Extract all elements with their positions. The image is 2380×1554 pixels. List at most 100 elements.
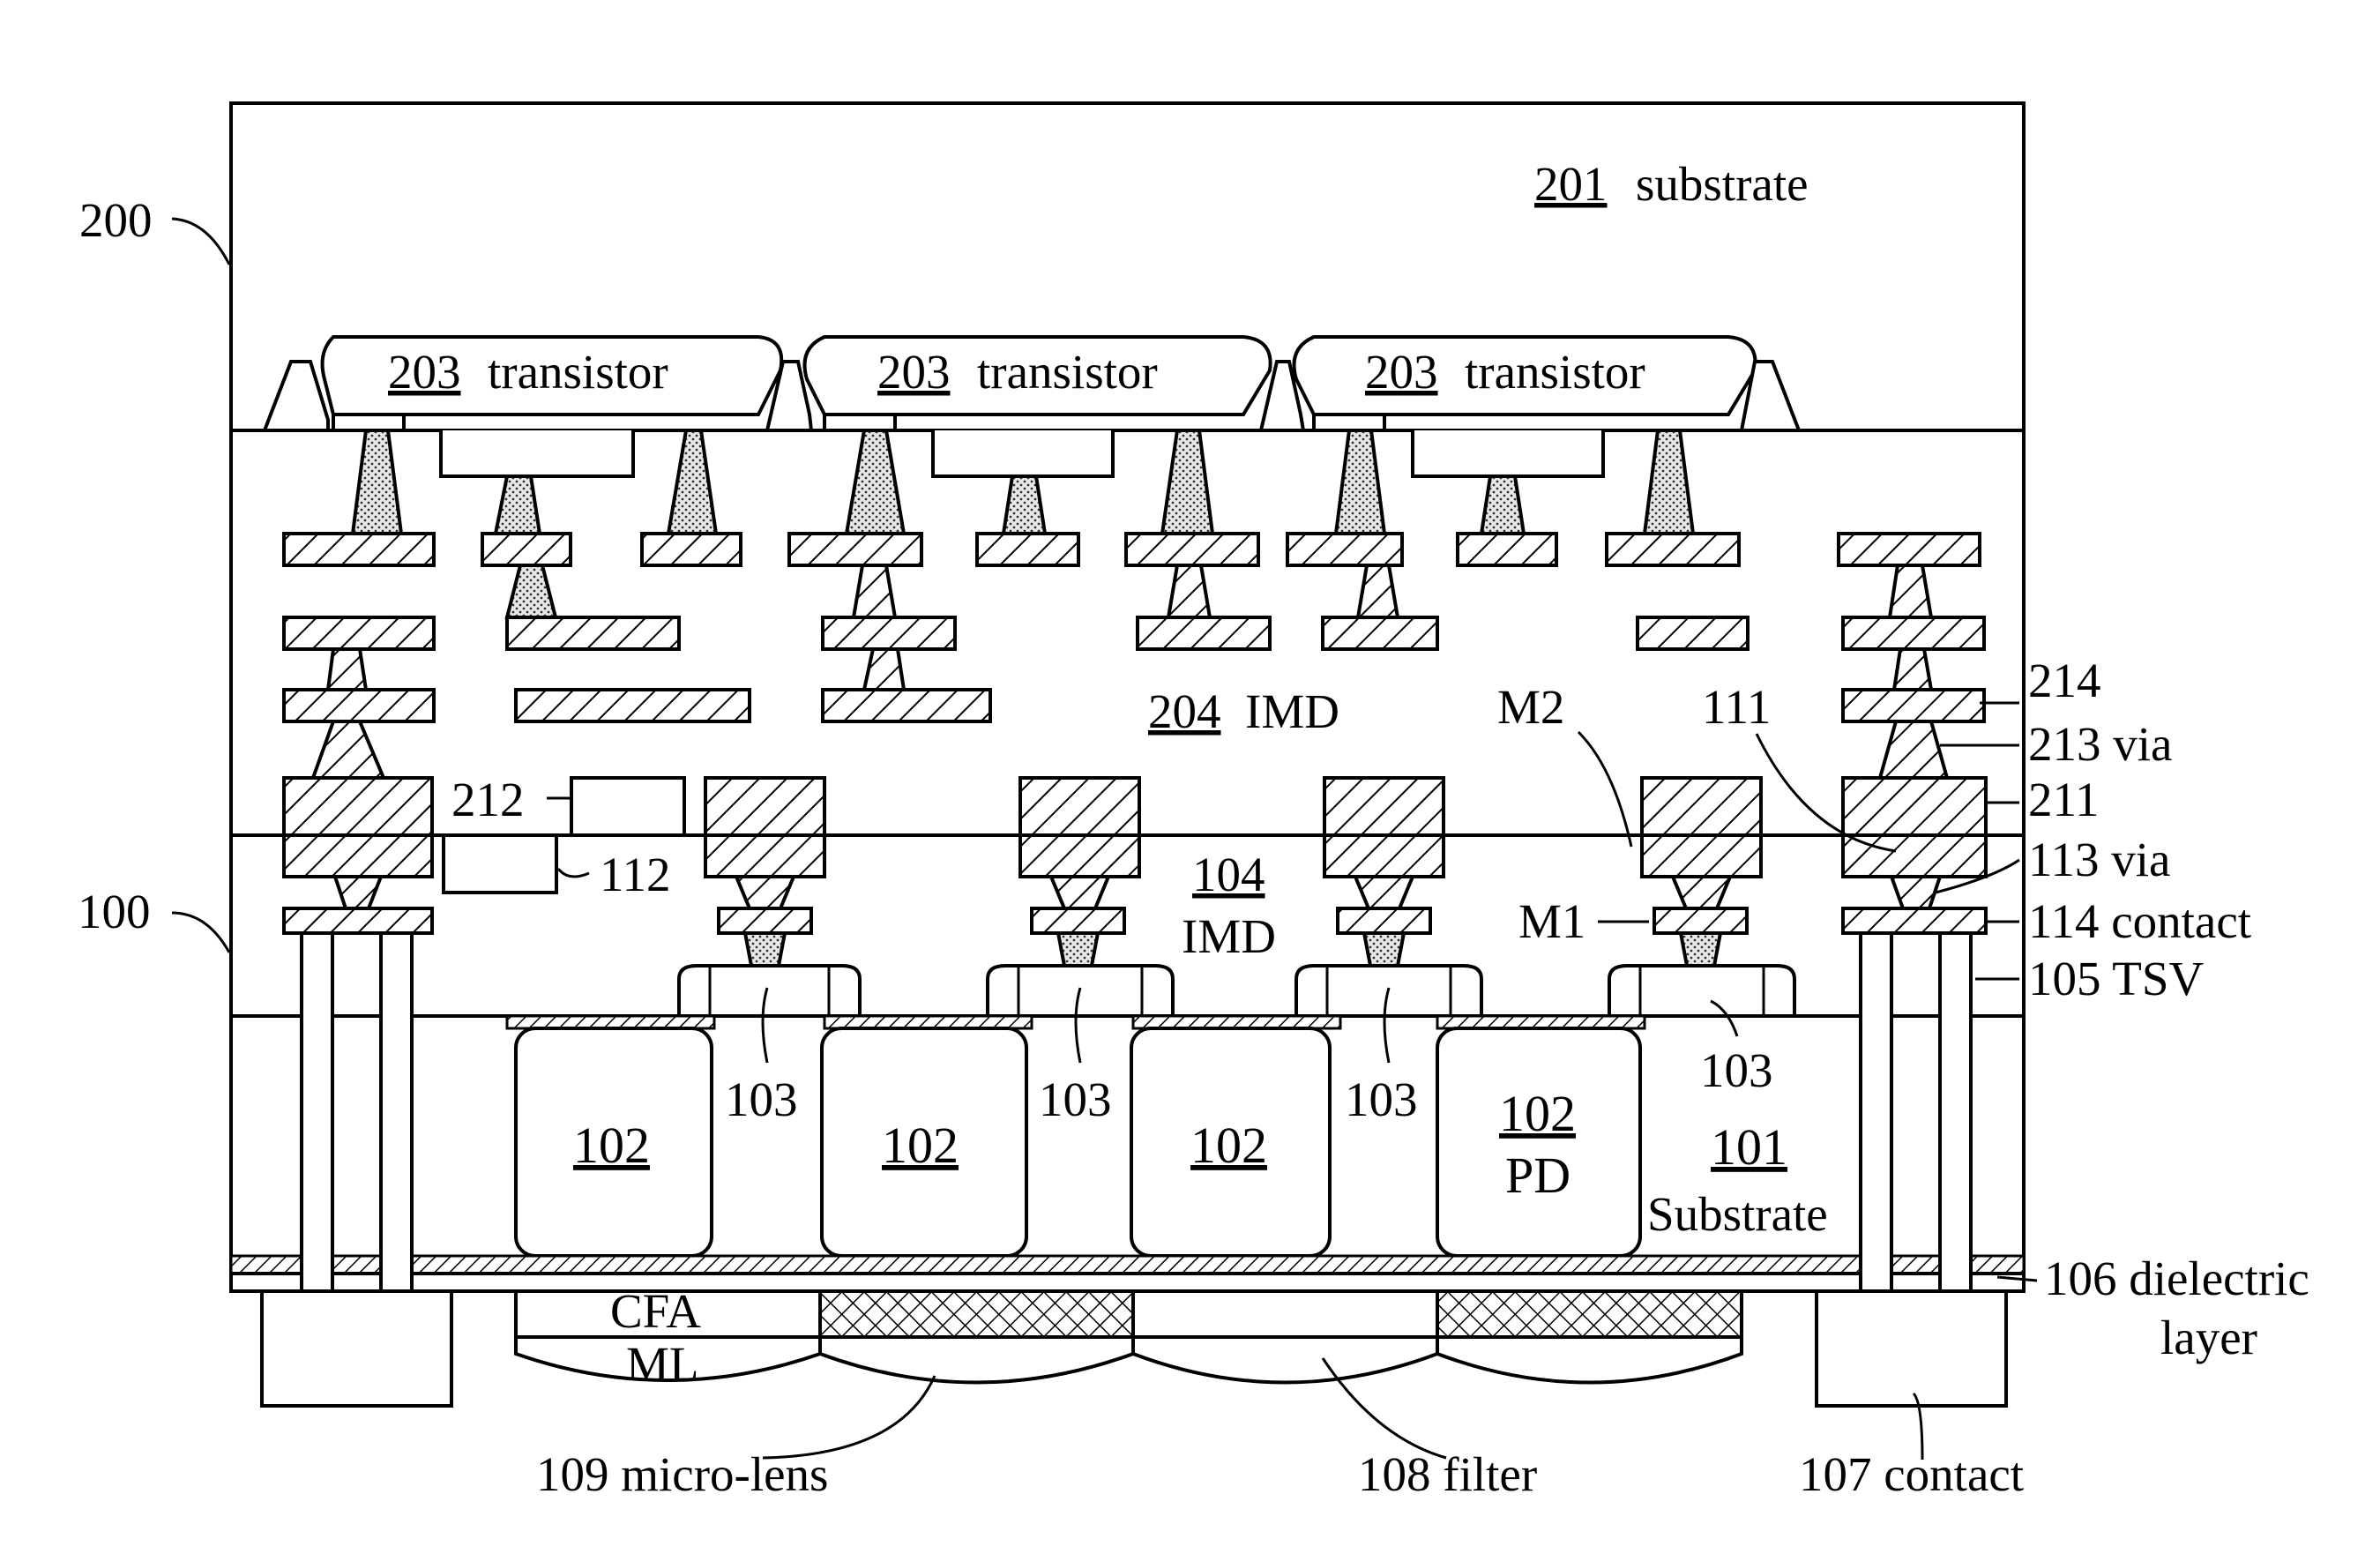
label-113: 113 via xyxy=(2028,833,2170,886)
label-114: 114 contact xyxy=(2028,894,2251,948)
bond-pad xyxy=(1324,778,1444,877)
label-214: 214 xyxy=(2028,654,2101,707)
contact-plug xyxy=(1481,476,1524,534)
label-112: 112 xyxy=(600,848,670,901)
transistor-1-drain-well xyxy=(441,430,633,476)
metal-line xyxy=(284,690,434,721)
pd-cap xyxy=(1437,1016,1645,1028)
leader-200 xyxy=(172,219,229,265)
metal-line xyxy=(1126,534,1258,565)
label-105: 105 TSV xyxy=(2028,952,2204,1005)
metal-line xyxy=(1458,534,1556,565)
tsv xyxy=(1861,933,1891,1291)
bond-pad xyxy=(705,778,824,877)
metal-line xyxy=(977,534,1078,565)
leader-100 xyxy=(172,913,229,953)
label-203-num: 203 xyxy=(388,345,461,399)
bond-pad-left xyxy=(284,778,432,877)
metal-M1 xyxy=(1338,908,1430,933)
imd-104 xyxy=(284,877,1986,1016)
sti-spacer-left xyxy=(265,362,328,430)
label-PD: PD xyxy=(1505,1147,1571,1204)
contact-plug xyxy=(1645,430,1693,534)
metal-line xyxy=(1638,617,1748,649)
leader-106 xyxy=(1997,1277,2037,1281)
metal-lines-204 xyxy=(284,534,1984,778)
metal-M1 xyxy=(1654,908,1747,933)
contact-plug xyxy=(1162,430,1212,534)
label-203-text: transistor xyxy=(1465,345,1645,399)
metal-line xyxy=(516,690,750,721)
contact-plug xyxy=(1003,476,1045,534)
metal-M1 xyxy=(1032,908,1124,933)
transistor-3-drain-well xyxy=(1413,430,1603,476)
label-200: 200 xyxy=(79,193,153,247)
tsv xyxy=(302,933,332,1291)
label-203-num: 203 xyxy=(1365,345,1438,399)
bond-pad-211-111 xyxy=(1843,778,1986,877)
metal-line xyxy=(507,617,679,649)
metal-line xyxy=(482,534,571,565)
metal-line-214 xyxy=(1843,690,1984,721)
via xyxy=(1894,649,1931,690)
dummy-pad-112 xyxy=(444,835,556,893)
dummy-pad-212 xyxy=(571,778,684,835)
label-211: 211 xyxy=(2028,773,2099,826)
label-201-text: substrate xyxy=(1636,157,1809,211)
contact-dot xyxy=(1058,933,1098,966)
contact-plug xyxy=(1336,430,1384,534)
label-203-text: transistor xyxy=(488,345,668,399)
pd-cap xyxy=(507,1016,714,1028)
contact-107-left xyxy=(262,1291,451,1406)
metal-line xyxy=(1839,534,1980,565)
contact-plug xyxy=(353,430,401,534)
label-102: 102 xyxy=(882,1117,959,1174)
contact-plug xyxy=(847,430,904,534)
via-113-right xyxy=(1891,877,1940,908)
via xyxy=(1168,565,1210,617)
bond-pad-M2 xyxy=(1642,778,1761,877)
label-204-text: IMD xyxy=(1245,684,1339,738)
label-100: 100 xyxy=(78,885,151,938)
label-M1: M1 xyxy=(1518,894,1585,948)
transistor-2-drain-well xyxy=(933,430,1113,476)
label-102: 102 xyxy=(1190,1117,1267,1174)
transistor-1-source xyxy=(333,415,404,430)
label-101-text: Substrate xyxy=(1647,1187,1828,1241)
label-104-num: 104 xyxy=(1192,848,1265,901)
label-212: 212 xyxy=(451,773,525,826)
label-204-num: 204 xyxy=(1148,684,1221,738)
metal-line xyxy=(1138,617,1270,649)
transfer-gate-103 xyxy=(679,966,860,1016)
contact-plug xyxy=(668,430,716,534)
metal-line xyxy=(1843,617,1984,649)
metal-line xyxy=(284,617,434,649)
label-103: 103 xyxy=(1345,1072,1418,1126)
via xyxy=(1890,565,1931,617)
via xyxy=(1358,565,1398,617)
backside xyxy=(262,1291,2006,1406)
metal-line xyxy=(1287,534,1402,565)
via-113 xyxy=(1673,877,1730,908)
leader-M2 xyxy=(1578,732,1631,847)
label-102: 102 xyxy=(573,1117,650,1174)
label-104-text: IMD xyxy=(1182,909,1276,963)
via-113 xyxy=(1051,877,1108,908)
micro-lens-109 xyxy=(1437,1337,1742,1383)
metal-line xyxy=(642,534,741,565)
metal-line xyxy=(1323,617,1437,649)
via-113 xyxy=(335,877,381,908)
metal-line xyxy=(1607,534,1739,565)
bond-pad xyxy=(1020,778,1139,877)
contact-107 xyxy=(1817,1291,2006,1406)
label-109: 109 micro-lens xyxy=(536,1447,828,1501)
contact-dot xyxy=(1681,933,1720,966)
label-103: 103 xyxy=(1700,1043,1773,1097)
leader-109 xyxy=(763,1376,935,1458)
pd-cap xyxy=(824,1016,1032,1028)
leader-112 xyxy=(558,869,589,877)
via xyxy=(313,721,384,778)
label-CFA: CFA xyxy=(610,1284,701,1338)
